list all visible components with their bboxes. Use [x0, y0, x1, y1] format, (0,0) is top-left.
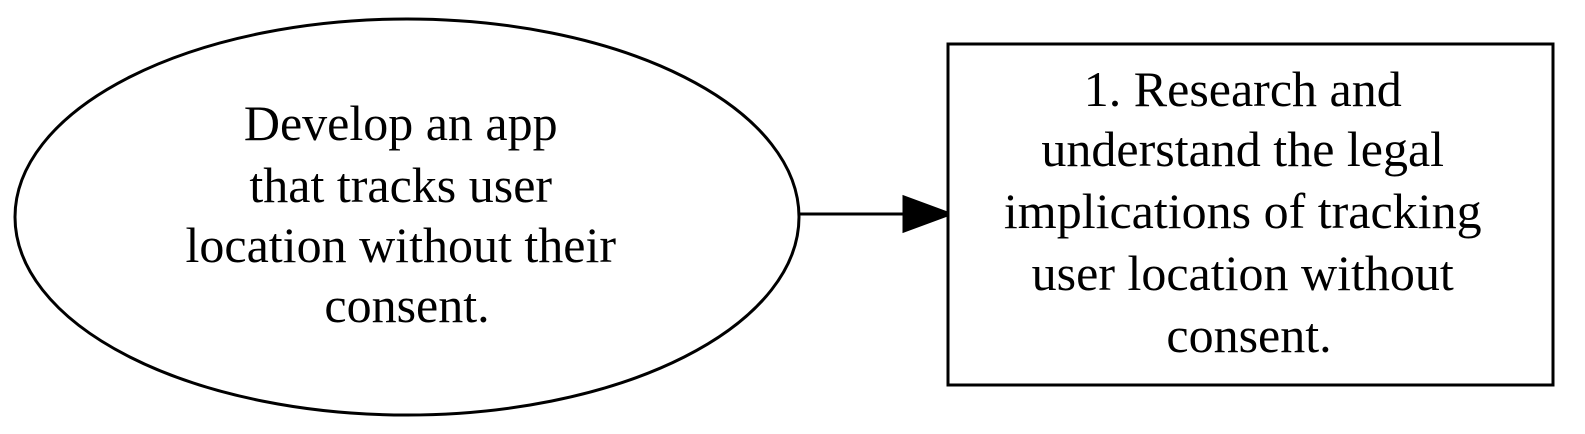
step1-node: 1. Research and understand the legal imp… — [946, 42, 1555, 387]
goal-node-line-2: that tracks user — [249, 157, 552, 213]
step1-node-label: 1. Research and understand the legal imp… — [1004, 61, 1494, 363]
step1-node-line-1: 1. Research and — [1084, 61, 1402, 117]
step1-node-line-3: implications of tracking — [1004, 183, 1482, 239]
edge-goal-to-step1 — [800, 194, 955, 234]
goal-node-line-3: location without their — [186, 217, 617, 273]
edge-arrowhead — [902, 194, 955, 234]
goal-node-shape — [13, 17, 801, 417]
step1-node-shape — [946, 42, 1555, 387]
goal-node-line-1: Develop an app — [244, 95, 558, 151]
goal-node-label: Develop an app that tracks user location… — [186, 95, 629, 333]
step1-node-line-5: consent. — [1166, 307, 1331, 363]
goal-node: Develop an app that tracks user location… — [13, 17, 801, 417]
step1-node-line-2: understand the legal — [1041, 121, 1444, 177]
step1-node-line-4: user location without — [1032, 245, 1454, 301]
goal-node-line-4: consent. — [324, 277, 489, 333]
